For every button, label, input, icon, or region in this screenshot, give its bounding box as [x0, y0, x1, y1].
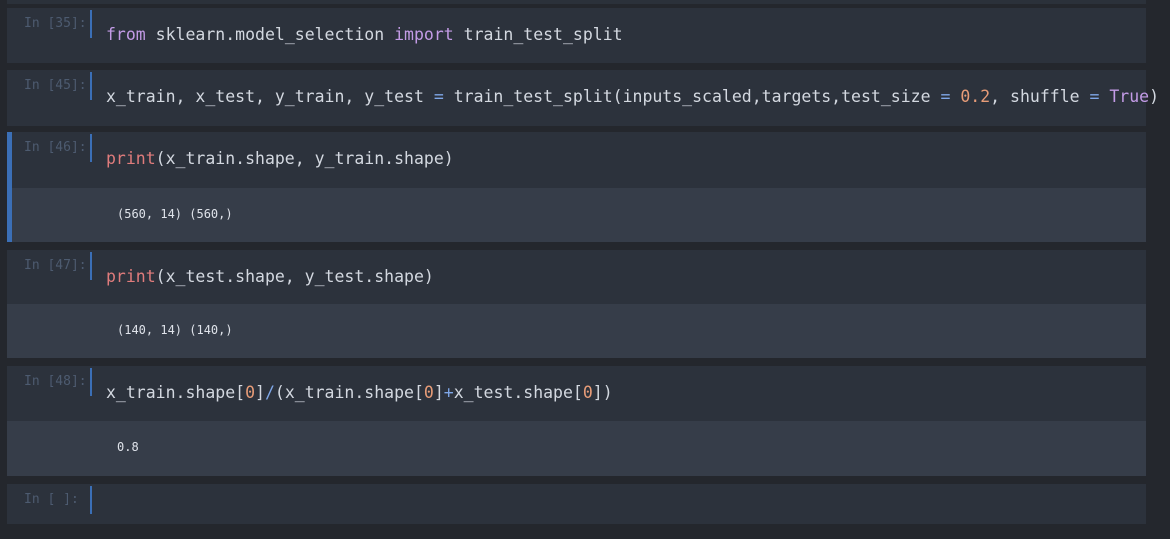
code-token: =: [1089, 87, 1100, 106]
cell-prompt: In [ ]:: [24, 492, 79, 507]
previous-cell-edge: [7, 0, 1146, 4]
code-token: print: [106, 149, 156, 168]
cell-output: (140, 14) (140,): [7, 304, 1146, 358]
code-cell-45[interactable]: In [45]: x_train, x_test, y_train, y_test…: [7, 70, 1159, 126]
code-token: 0: [423, 383, 434, 402]
code-token: , shuffle: [990, 87, 1090, 106]
code-token: 0: [245, 383, 256, 402]
code-token: 0.2: [960, 87, 991, 106]
cell-output: (560, 14) (560,): [12, 188, 1146, 242]
code-cell-empty[interactable]: In [ ]:: [7, 484, 1146, 524]
input-marker: [90, 368, 92, 396]
cell-output: 0.8: [7, 421, 1146, 476]
code-token: x_test.shape[: [453, 383, 583, 402]
input-marker: [90, 72, 92, 100]
code-input[interactable]: print(x_test.shape, y_test.shape): [106, 267, 434, 286]
cell-prompt: In [46]:: [24, 140, 87, 155]
code-token: sklearn.model_selection: [145, 25, 395, 44]
cell-prompt: In [45]:: [24, 78, 87, 93]
code-token: (x_train.shape[: [274, 383, 424, 402]
code-cell-48[interactable]: In [48]:x_train.shape[0]/(x_train.shape[…: [7, 366, 1146, 476]
input-marker: [90, 134, 92, 162]
code-token: import: [394, 25, 454, 44]
code-token: x_train, x_test, y_train, y_test: [106, 87, 434, 106]
code-token: /: [264, 383, 275, 402]
code-token: ]: [433, 383, 444, 402]
cell-prompt: In [47]:: [24, 258, 87, 273]
code-input[interactable]: x_train, x_test, y_train, y_test = train…: [106, 87, 1159, 106]
cell-prompt: In [48]:: [24, 374, 87, 389]
code-token: (x_test.shape, y_test.shape): [155, 267, 434, 286]
code-token: True: [1109, 87, 1150, 106]
code-token: =: [433, 87, 444, 106]
cell-prompt: In [35]:: [24, 16, 87, 31]
output-text: 0.8: [117, 440, 139, 454]
code-token: ]): [592, 383, 613, 402]
input-marker: [90, 486, 92, 514]
code-token: from: [106, 25, 146, 44]
input-marker: [90, 10, 92, 38]
code-token: ): [1149, 87, 1160, 106]
code-token: [950, 87, 960, 106]
output-text: (140, 14) (140,): [117, 323, 233, 337]
code-input[interactable]: x_train.shape[0]/(x_train.shape[0]+x_tes…: [106, 383, 613, 402]
code-cell-47[interactable]: In [47]: print(x_test.shape, y_test.shape…: [7, 250, 1146, 358]
code-cell-46-selected[interactable]: In [46]: print(x_train.shape, y_train.sha…: [7, 132, 1146, 242]
code-token: +: [443, 383, 454, 402]
code-input[interactable]: from sklearn.model_selection import trai…: [106, 25, 623, 44]
code-cell-35[interactable]: In [35]: from sklearn.model_selection imp…: [7, 8, 1146, 63]
code-token: ]: [255, 383, 265, 402]
code-token: [1099, 87, 1109, 106]
code-token: x_train.shape[: [106, 383, 246, 402]
code-token: train_test_split(inputs_scaled,targets,t…: [443, 87, 941, 106]
output-text: (560, 14) (560,): [117, 207, 233, 221]
code-token: =: [940, 87, 951, 106]
code-token: train_test_split: [453, 25, 623, 44]
code-token: print: [106, 267, 156, 286]
input-marker: [90, 252, 92, 280]
code-token: 0: [582, 383, 593, 402]
code-input[interactable]: print(x_train.shape, y_train.shape): [106, 149, 454, 168]
code-token: (x_train.shape, y_train.shape): [155, 149, 454, 168]
